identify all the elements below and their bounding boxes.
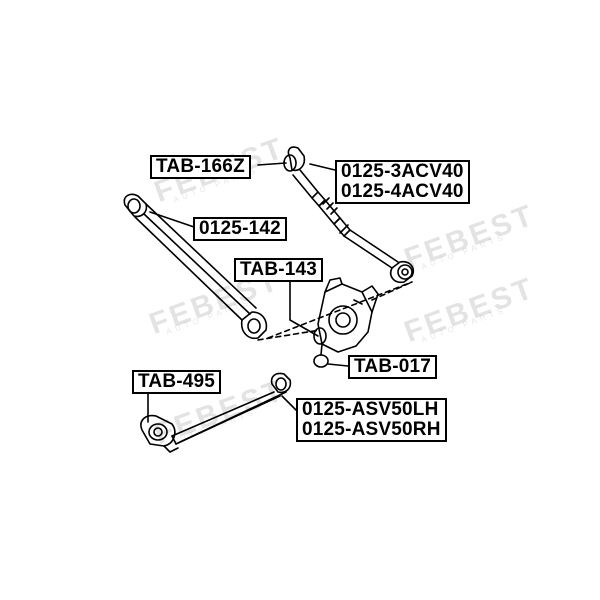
- leader-line: [309, 163, 336, 171]
- part-label-tab-495: TAB-495: [132, 370, 222, 394]
- leader-line: [281, 395, 297, 411]
- mounting-line: [257, 281, 413, 341]
- part-label-tab-143: TAB-143: [234, 258, 324, 282]
- part-label-0125-asv50: 0125-ASV50LH 0125-ASV50RH: [296, 398, 447, 442]
- upper-control-arm: [283, 146, 415, 284]
- lateral-arm: [123, 193, 268, 340]
- rear-knuckle: [313, 277, 379, 368]
- trailing-arm: [140, 372, 292, 453]
- leader-line: [149, 211, 195, 228]
- part-label-tab-166z: TAB-166Z: [150, 155, 251, 179]
- mounting-line: [371, 281, 413, 301]
- leader-line: [327, 363, 349, 367]
- leader-line: [289, 278, 319, 337]
- part-label-tab-017: TAB-017: [348, 355, 438, 379]
- part-label-0125-acv40: 0125-3ACV40 0125-4ACV40: [335, 160, 470, 204]
- leader-line: [257, 162, 287, 166]
- part-label-0125-142: 0125-142: [193, 217, 287, 241]
